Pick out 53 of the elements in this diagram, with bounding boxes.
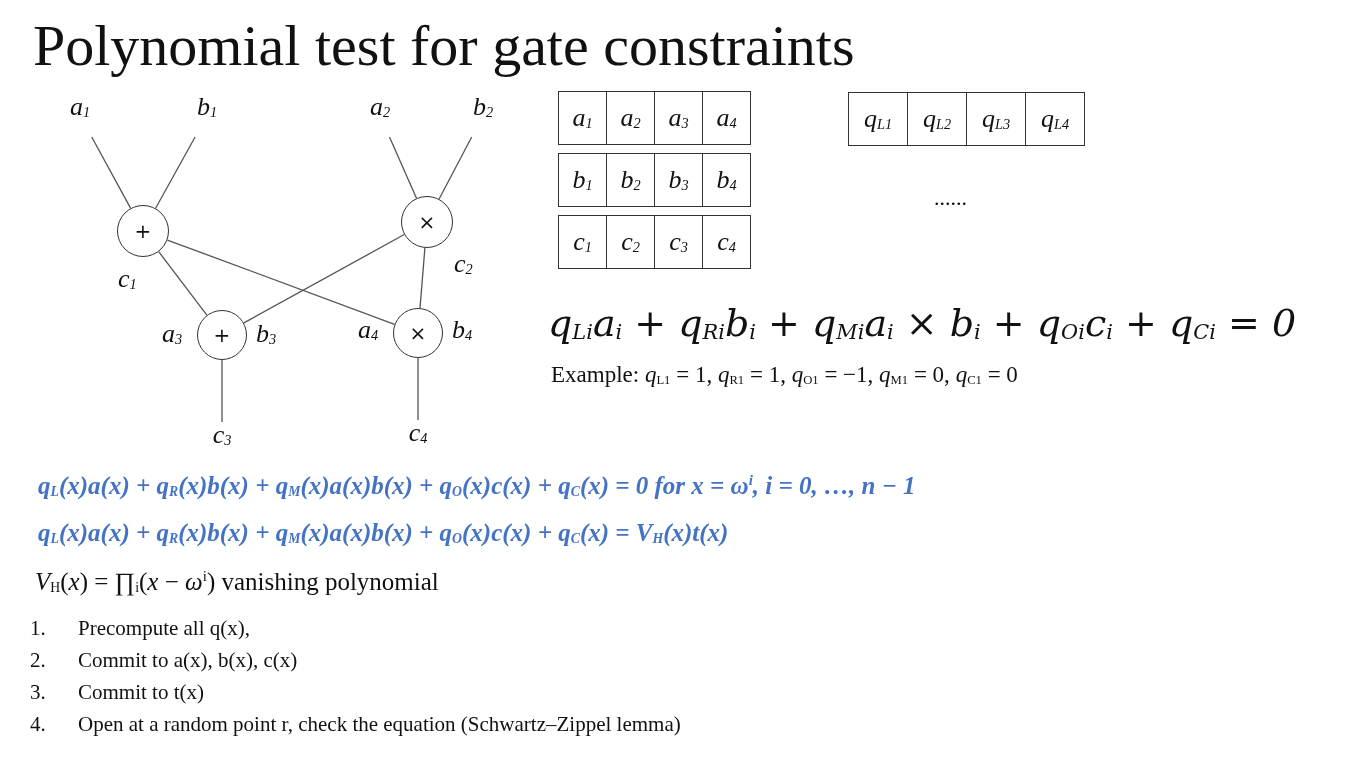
table-cell: c$_{1}$ — [558, 215, 607, 269]
wire-label: b$_{2}$ — [472, 94, 494, 120]
table-cell: q$_{L3}$ — [966, 92, 1026, 146]
example-text: Example: q$_{L1}$ = 1, q$_{R1}$ = 1, q$_{O1}$ = −1, q$_{M1}$ = 0, q$_{C1}$ = 0 — [551, 362, 1018, 388]
table-cell: a$_{4}$ — [702, 91, 751, 145]
polynomial-equation: q$_{L}$(x)a(x) + q$_{R}$(x)b(x) + q$_{M}$(x)a(x)b(x) + q$_{O}$(x)c(x) + q$_{C}$(x) = V$_{H}$(x)t(x) — [38, 519, 729, 547]
wire — [154, 136, 196, 209]
wire — [419, 247, 426, 309]
wire-label: c$_{3}$ — [212, 422, 232, 448]
list-number: 4. — [30, 713, 46, 737]
wire-label: a$_{3}$ — [162, 321, 183, 347]
wire — [438, 136, 473, 200]
step-text: Precompute all q(x), — [78, 617, 251, 641]
list-number: 3. — [30, 681, 46, 705]
list-number: 1. — [30, 617, 46, 641]
wire-label: b$_{1}$ — [196, 94, 218, 120]
table-cell: b$_{1}$ — [558, 153, 607, 207]
polynomial-equation: q$_{L}$(x)a(x) + q$_{R}$(x)b(x) + q$_{M}$(x)a(x)b(x) + q$_{O}$(x)c(x) + q$_{C}$(x) = 0 for x = ω$^{i}$, i = 0, …, n − 1 — [38, 472, 916, 500]
step-text: Open at a random point r, check the equation (Schwartz–Zippel lemma) — [78, 713, 681, 737]
wire-label: a$_{4}$ — [358, 317, 379, 343]
table-cell: q$_{L2}$ — [907, 92, 967, 146]
table-cell: c$_{2}$ — [606, 215, 655, 269]
table-cell: a$_{3}$ — [654, 91, 703, 145]
wire-label: a$_{1}$ — [69, 94, 91, 120]
list-number: 2. — [30, 649, 46, 673]
wire-label: b$_{4}$ — [452, 317, 473, 343]
table-cell: b$_{3}$ — [654, 153, 703, 207]
table-cell: a$_{2}$ — [606, 91, 655, 145]
wire — [388, 136, 418, 199]
wire — [158, 251, 208, 316]
table-cell: c$_{4}$ — [702, 215, 751, 269]
wire — [417, 357, 419, 421]
gate-equation: q$_{Li}$a$_{i}$ + q$_{Ri}$b$_{i}$ + q$_{Mi}$a$_{i}$ × b$_{i}$ + q$_{Oi}$c$_{i}$ + q$_{Ci}$ = 0 — [548, 303, 1297, 345]
wire-label: c$_{4}$ — [408, 420, 428, 446]
wire-label: a$_{2}$ — [369, 94, 391, 120]
wire-label: b$_{3}$ — [256, 321, 277, 347]
table-cell: q$_{L4}$ — [1025, 92, 1085, 146]
wire-label: c$_{1}$ — [118, 266, 137, 292]
table-cell: q$_{L1}$ — [848, 92, 908, 146]
table-cell: b$_{4}$ — [702, 153, 751, 207]
wire — [166, 239, 396, 325]
wire — [91, 136, 132, 209]
ellipsis: ...... — [934, 186, 967, 211]
wire — [221, 359, 223, 423]
table-cell: a$_{1}$ — [558, 91, 607, 145]
table-cell: c$_{3}$ — [654, 215, 703, 269]
wire-label: c$_{2}$ — [454, 251, 473, 277]
slide-title: Polynomial test for gate constraints — [33, 14, 855, 78]
step-text: Commit to t(x) — [78, 681, 204, 705]
step-text: Commit to a(x), b(x), c(x) — [78, 649, 298, 673]
vanishing-polynomial-text: V$_{H}$(x) = ∏$_{i}$(x − ω$^{i}$) vanishing polynomial — [35, 568, 439, 596]
wire — [243, 233, 405, 324]
table-cell: b$_{2}$ — [606, 153, 655, 207]
